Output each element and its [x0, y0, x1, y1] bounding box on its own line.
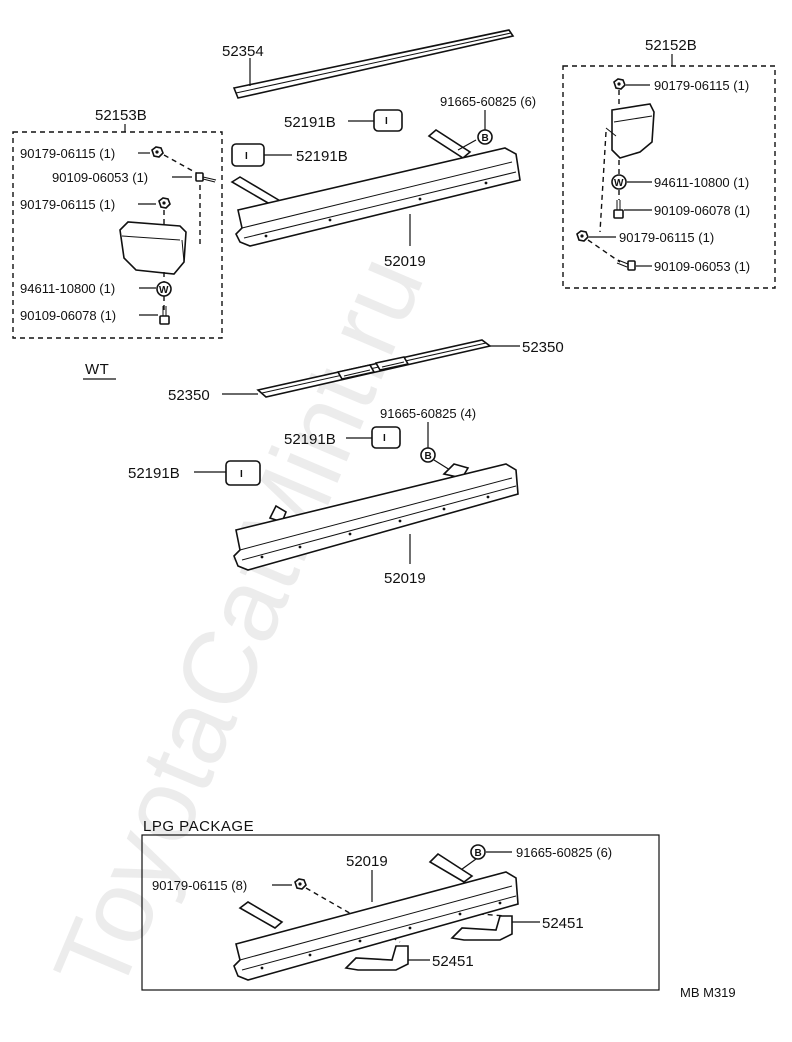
- label-52350-a: 52350: [522, 339, 564, 356]
- part-52019-bumper-top: [230, 129, 521, 247]
- part-52019-bumper-wt: [233, 463, 519, 571]
- bolt-b-wt-icon: B: [420, 447, 436, 463]
- label-r-washer: 94611-10800 (1): [654, 175, 749, 190]
- label-r-bolt1: 90109-06053 (1): [654, 259, 750, 274]
- bolt-b-lpg-icon: B: [470, 844, 486, 860]
- part-52354-molding: [232, 29, 515, 99]
- label-l-nut1: 90179-06115 (1): [20, 146, 115, 161]
- group-52152b-frame: [562, 65, 776, 289]
- label-r-bolt2: 90109-06078 (1): [654, 203, 750, 218]
- label-52019-top: 52019: [384, 253, 426, 270]
- label-52019-lpg: 52019: [346, 853, 388, 870]
- bolt-icon: [159, 306, 170, 325]
- cap-52191b-icon: I: [231, 143, 265, 167]
- part-52451-bracket-a: [450, 915, 513, 941]
- label-l-bolt2: 90109-06078 (1): [20, 308, 116, 323]
- label-52451-b: 52451: [432, 953, 474, 970]
- svg-text:B: B: [425, 451, 432, 462]
- part-52019-bumper-lpg: [233, 852, 519, 981]
- svg-text:W: W: [159, 285, 169, 296]
- cap-52191b-icon: I: [373, 109, 403, 132]
- svg-text:I: I: [383, 433, 386, 444]
- label-r-nut2: 90179-06115 (1): [619, 230, 714, 245]
- svg-text:I: I: [240, 469, 243, 480]
- part-52350-step-pad: [256, 339, 492, 398]
- svg-text:I: I: [385, 116, 388, 127]
- diagram-code: MB M319: [680, 985, 736, 1000]
- lpg-frame: [141, 834, 660, 991]
- nut-icon: [613, 78, 626, 90]
- label-52350-b: 52350: [168, 387, 210, 404]
- label-52451-a: 52451: [542, 915, 584, 932]
- corner-guard-right: [605, 103, 655, 159]
- nut-icon: [576, 230, 589, 242]
- group-52152b-code: 52152B: [645, 37, 697, 54]
- bolt-icon: [195, 172, 217, 183]
- cap-52191b-icon: I: [225, 460, 261, 486]
- corner-guard-left: [119, 221, 187, 275]
- label-52191b-2: 52191B: [296, 148, 348, 165]
- nut-icon: [151, 146, 164, 158]
- label-52191b-4: 52191B: [128, 465, 180, 482]
- cap-52191b-icon: I: [371, 426, 401, 449]
- label-52191b-3: 52191B: [284, 431, 336, 448]
- svg-text:I: I: [245, 151, 248, 162]
- wt-title: WT: [85, 361, 109, 378]
- label-52191b-1: 52191B: [284, 114, 336, 131]
- group-52153b-code: 52153B: [95, 107, 147, 124]
- washer-icon: W: [156, 281, 172, 297]
- label-l-nut2: 90179-06115 (1): [20, 197, 115, 212]
- watermark: ToyotaCatMint.ru: [32, 240, 446, 1009]
- svg-text:B: B: [475, 848, 482, 859]
- label-90179-lpg: 90179-06115 (8): [152, 878, 247, 893]
- bolt-icon: [616, 259, 636, 271]
- label-r-nut1: 90179-06115 (1): [654, 78, 749, 93]
- label-91665-top: 91665-60825 (6): [440, 94, 536, 109]
- label-52019-wt: 52019: [384, 570, 426, 587]
- part-52451-bracket-b: [344, 945, 409, 971]
- label-l-bolt1: 90109-06053 (1): [52, 170, 148, 185]
- svg-text:B: B: [482, 133, 489, 144]
- label-l-washer: 94611-10800 (1): [20, 281, 115, 296]
- washer-icon: W: [611, 174, 627, 190]
- bolt-b-top-icon: B: [477, 129, 493, 145]
- lpg-title: LPG PACKAGE: [143, 818, 254, 835]
- label-91665-wt: 91665-60825 (4): [380, 406, 476, 421]
- label-91665-lpg: 91665-60825 (6): [516, 845, 612, 860]
- nut-icon: [294, 878, 307, 890]
- nut-icon: [158, 197, 171, 209]
- bolt-icon: [613, 200, 624, 219]
- label-52354: 52354: [222, 43, 264, 60]
- svg-text:W: W: [614, 178, 624, 189]
